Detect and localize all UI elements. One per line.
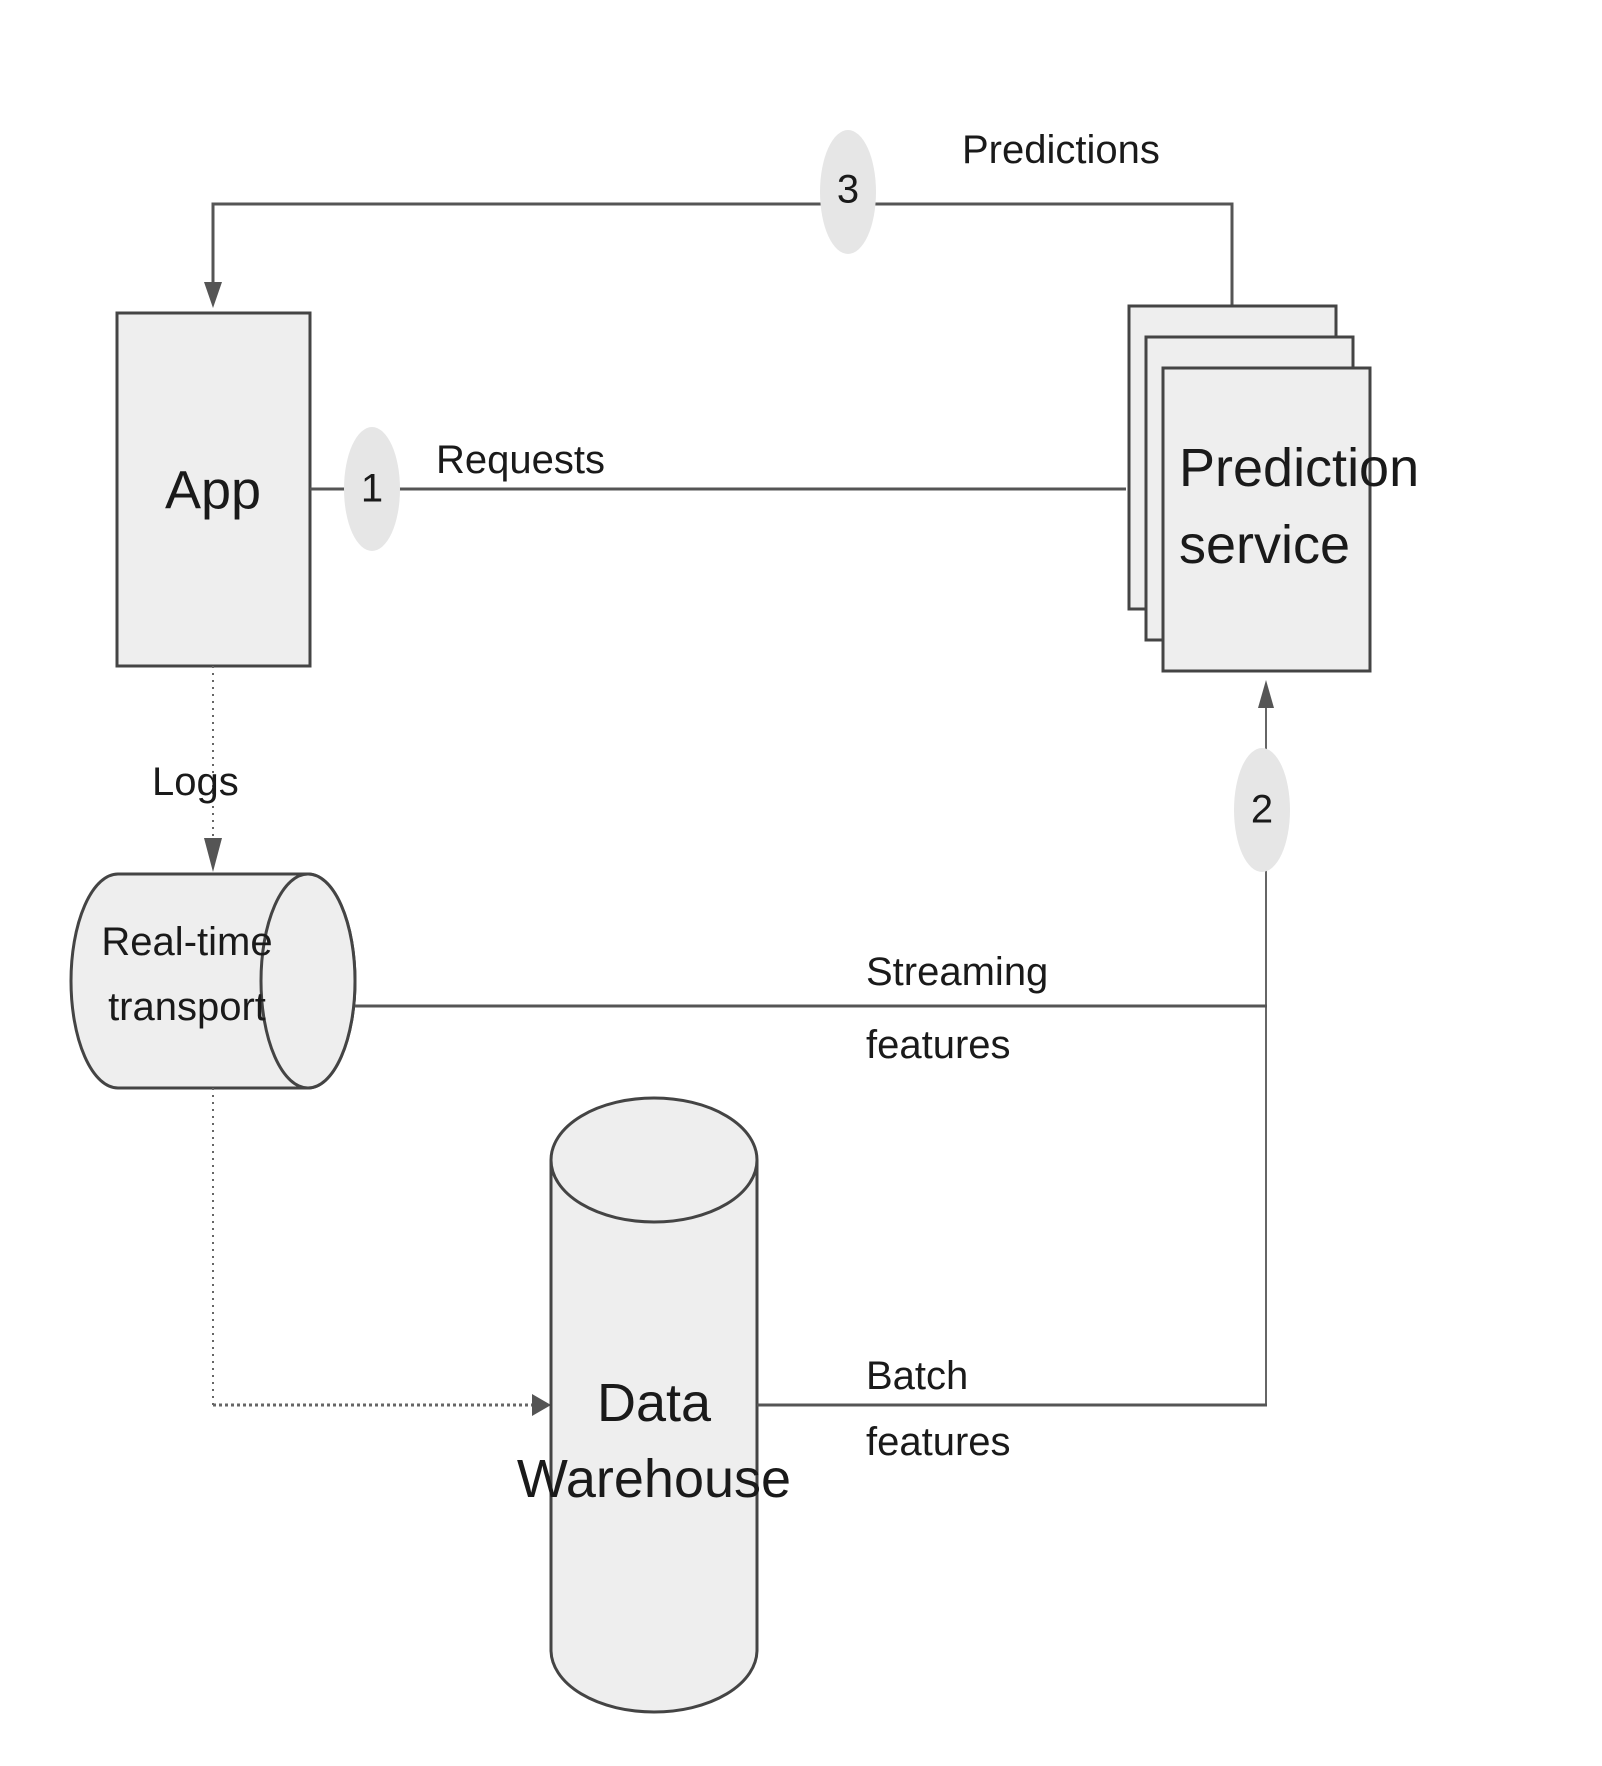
features-arrowhead bbox=[1258, 680, 1274, 708]
realtime-transport-end-cap bbox=[259, 872, 357, 1090]
step-3-number: 3 bbox=[837, 168, 859, 212]
data-warehouse-label-line2: Warehouse bbox=[517, 1449, 791, 1509]
step-2-badge bbox=[1234, 748, 1290, 872]
step-2-number: 2 bbox=[1251, 788, 1273, 832]
streaming-features-label-line1: Streaming bbox=[866, 950, 1048, 994]
data-warehouse-body bbox=[549, 1160, 759, 1714]
batch-features-label-line1: Batch bbox=[866, 1354, 968, 1398]
predictions-label: Predictions bbox=[962, 128, 1160, 172]
data-warehouse-label-line1: Data bbox=[597, 1373, 712, 1433]
step-1-badge bbox=[344, 427, 400, 551]
requests-label: Requests bbox=[436, 438, 605, 482]
app-node: App bbox=[115, 311, 312, 668]
app-label: App bbox=[165, 460, 261, 520]
predictions-edge: 3 Predictions bbox=[204, 128, 1234, 308]
batch-features-edge: Batch features bbox=[757, 1354, 1267, 1464]
prediction-service-label-line2: service bbox=[1179, 515, 1350, 575]
predictions-line bbox=[211, 202, 1234, 306]
streaming-features-edge: Streaming features bbox=[355, 950, 1267, 1067]
realtime-transport-label-line2: transport bbox=[108, 985, 266, 1029]
predictions-arrowhead bbox=[204, 282, 222, 308]
realtime-transport-node: Real-time transport bbox=[69, 872, 357, 1090]
requests-edge: 1 Requests bbox=[310, 427, 1146, 551]
logs-label: Logs bbox=[152, 760, 239, 804]
realtime-transport-label-line1: Real-time bbox=[101, 920, 272, 964]
prediction-service-label-line1: Prediction bbox=[1179, 438, 1419, 498]
step-3-badge bbox=[820, 130, 876, 254]
step-1-number: 1 bbox=[361, 467, 383, 511]
logs-arrowhead bbox=[204, 838, 222, 872]
prediction-service-node: Prediction service bbox=[1127, 304, 1419, 673]
features-edge: 2 bbox=[1234, 680, 1290, 1405]
data-warehouse-top-cap bbox=[549, 1096, 759, 1224]
batch-features-label-line2: features bbox=[866, 1420, 1011, 1464]
logs-edge: Logs bbox=[152, 666, 239, 872]
prediction-service-front-card bbox=[1161, 366, 1372, 673]
archive-arrowhead bbox=[532, 1394, 551, 1416]
archive-edge bbox=[212, 1088, 551, 1416]
streaming-features-label-line2: features bbox=[866, 1023, 1011, 1067]
data-warehouse-node: Data Warehouse bbox=[517, 1096, 791, 1714]
